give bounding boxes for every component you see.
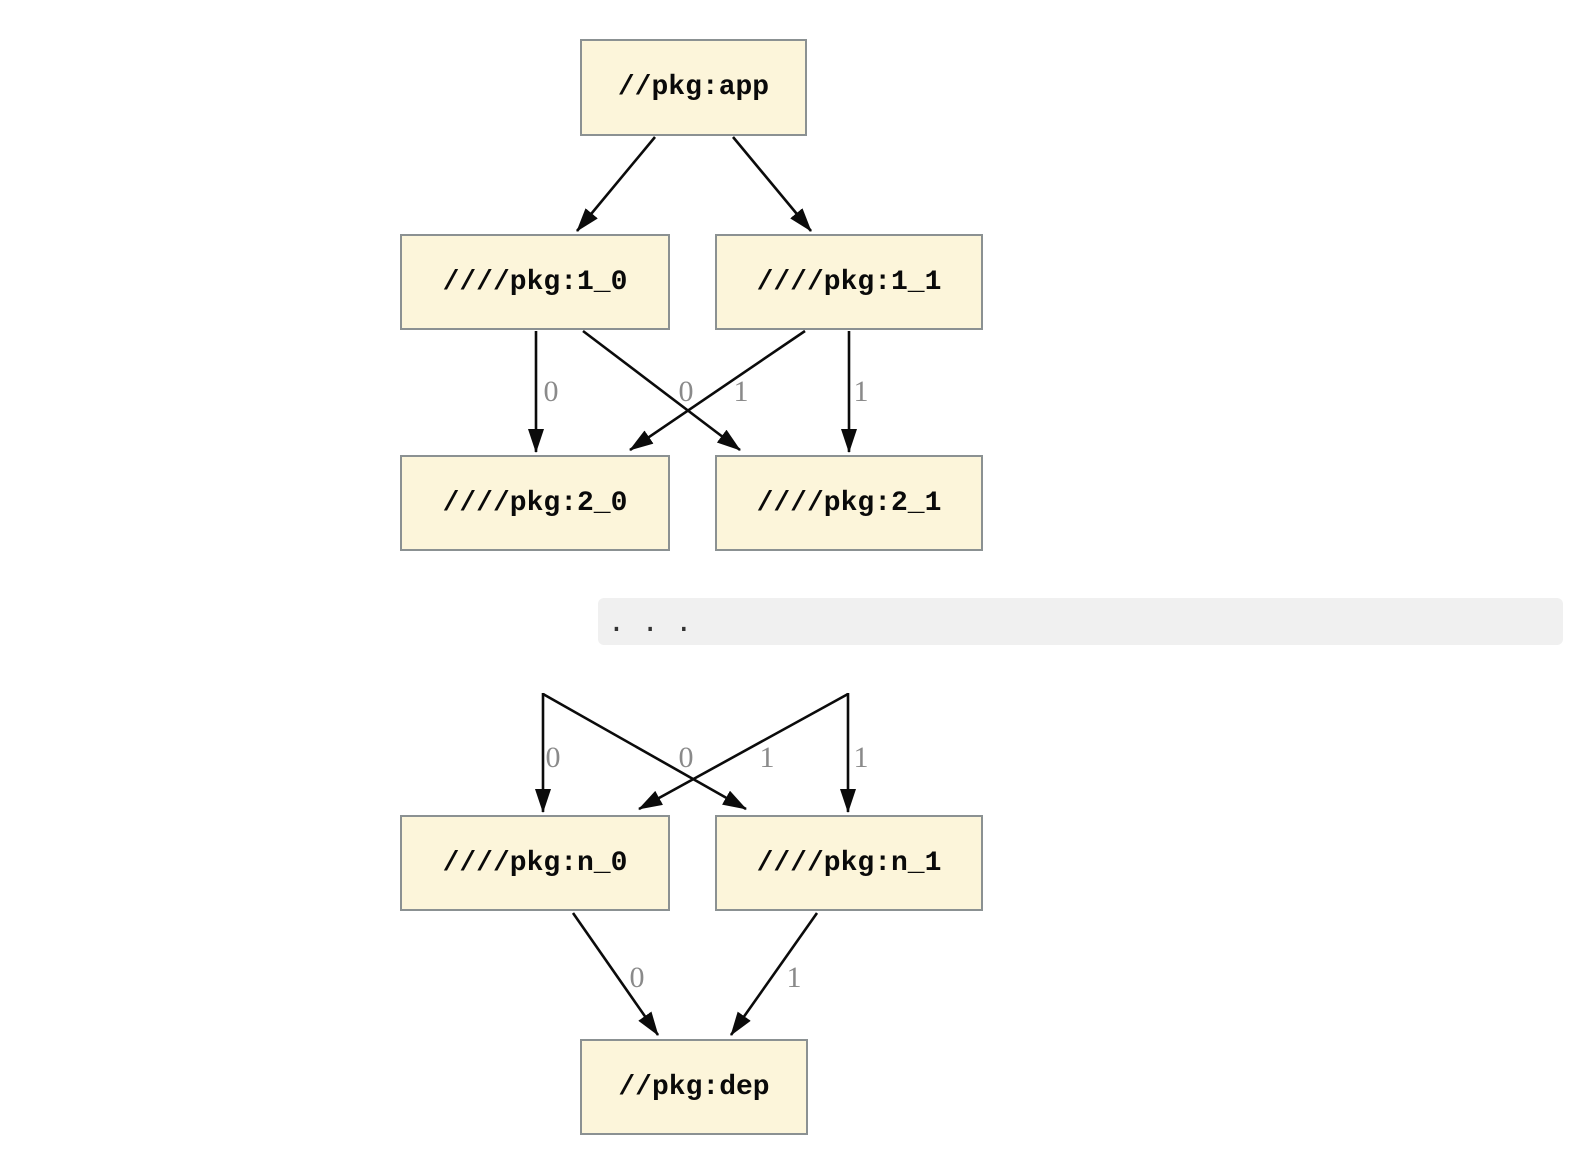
ellipsis-code-block: . . . [598,598,1563,645]
edge-n_0-to-dep [571,912,660,1036]
edge-label: 0 [630,961,645,994]
edge-label: 1 [734,375,749,408]
edge-label: 1 [760,741,775,774]
edge-ellipsis-to-n_0-diagonal [638,692,849,811]
edge-label: 0 [544,375,559,408]
graph-node-app: //pkg:app [580,39,807,136]
edge-app-to-1_1 [731,136,813,232]
graph-node-dep: //pkg:dep [580,1039,808,1135]
edge-ellipsis-to-n_1-diagonal [542,692,747,811]
edge-label: 0 [546,741,561,774]
graph-node-pkg-n-0: ////pkg:n_0 [400,815,670,911]
edge-label: 1 [854,741,869,774]
edge-label: 0 [679,375,694,408]
graph-node-pkg-2-0: ////pkg:2_0 [400,455,670,551]
graph-node-pkg-n-1: ////pkg:n_1 [715,815,983,911]
edge-label: 1 [787,961,802,994]
graph-node-pkg-1-0: ////pkg:1_0 [400,234,670,330]
edge-label: 0 [679,741,694,774]
edge-n_1-to-dep [729,912,819,1036]
edge-app-to-1_0 [575,136,657,232]
graph-node-pkg-1-1: ////pkg:1_1 [715,234,983,330]
graph-node-pkg-2-1: ////pkg:2_1 [715,455,983,551]
edge-1_0-to-2_1 [582,329,741,452]
edge-label: 1 [854,375,869,408]
edge-1_1-to-2_0 [629,329,806,452]
